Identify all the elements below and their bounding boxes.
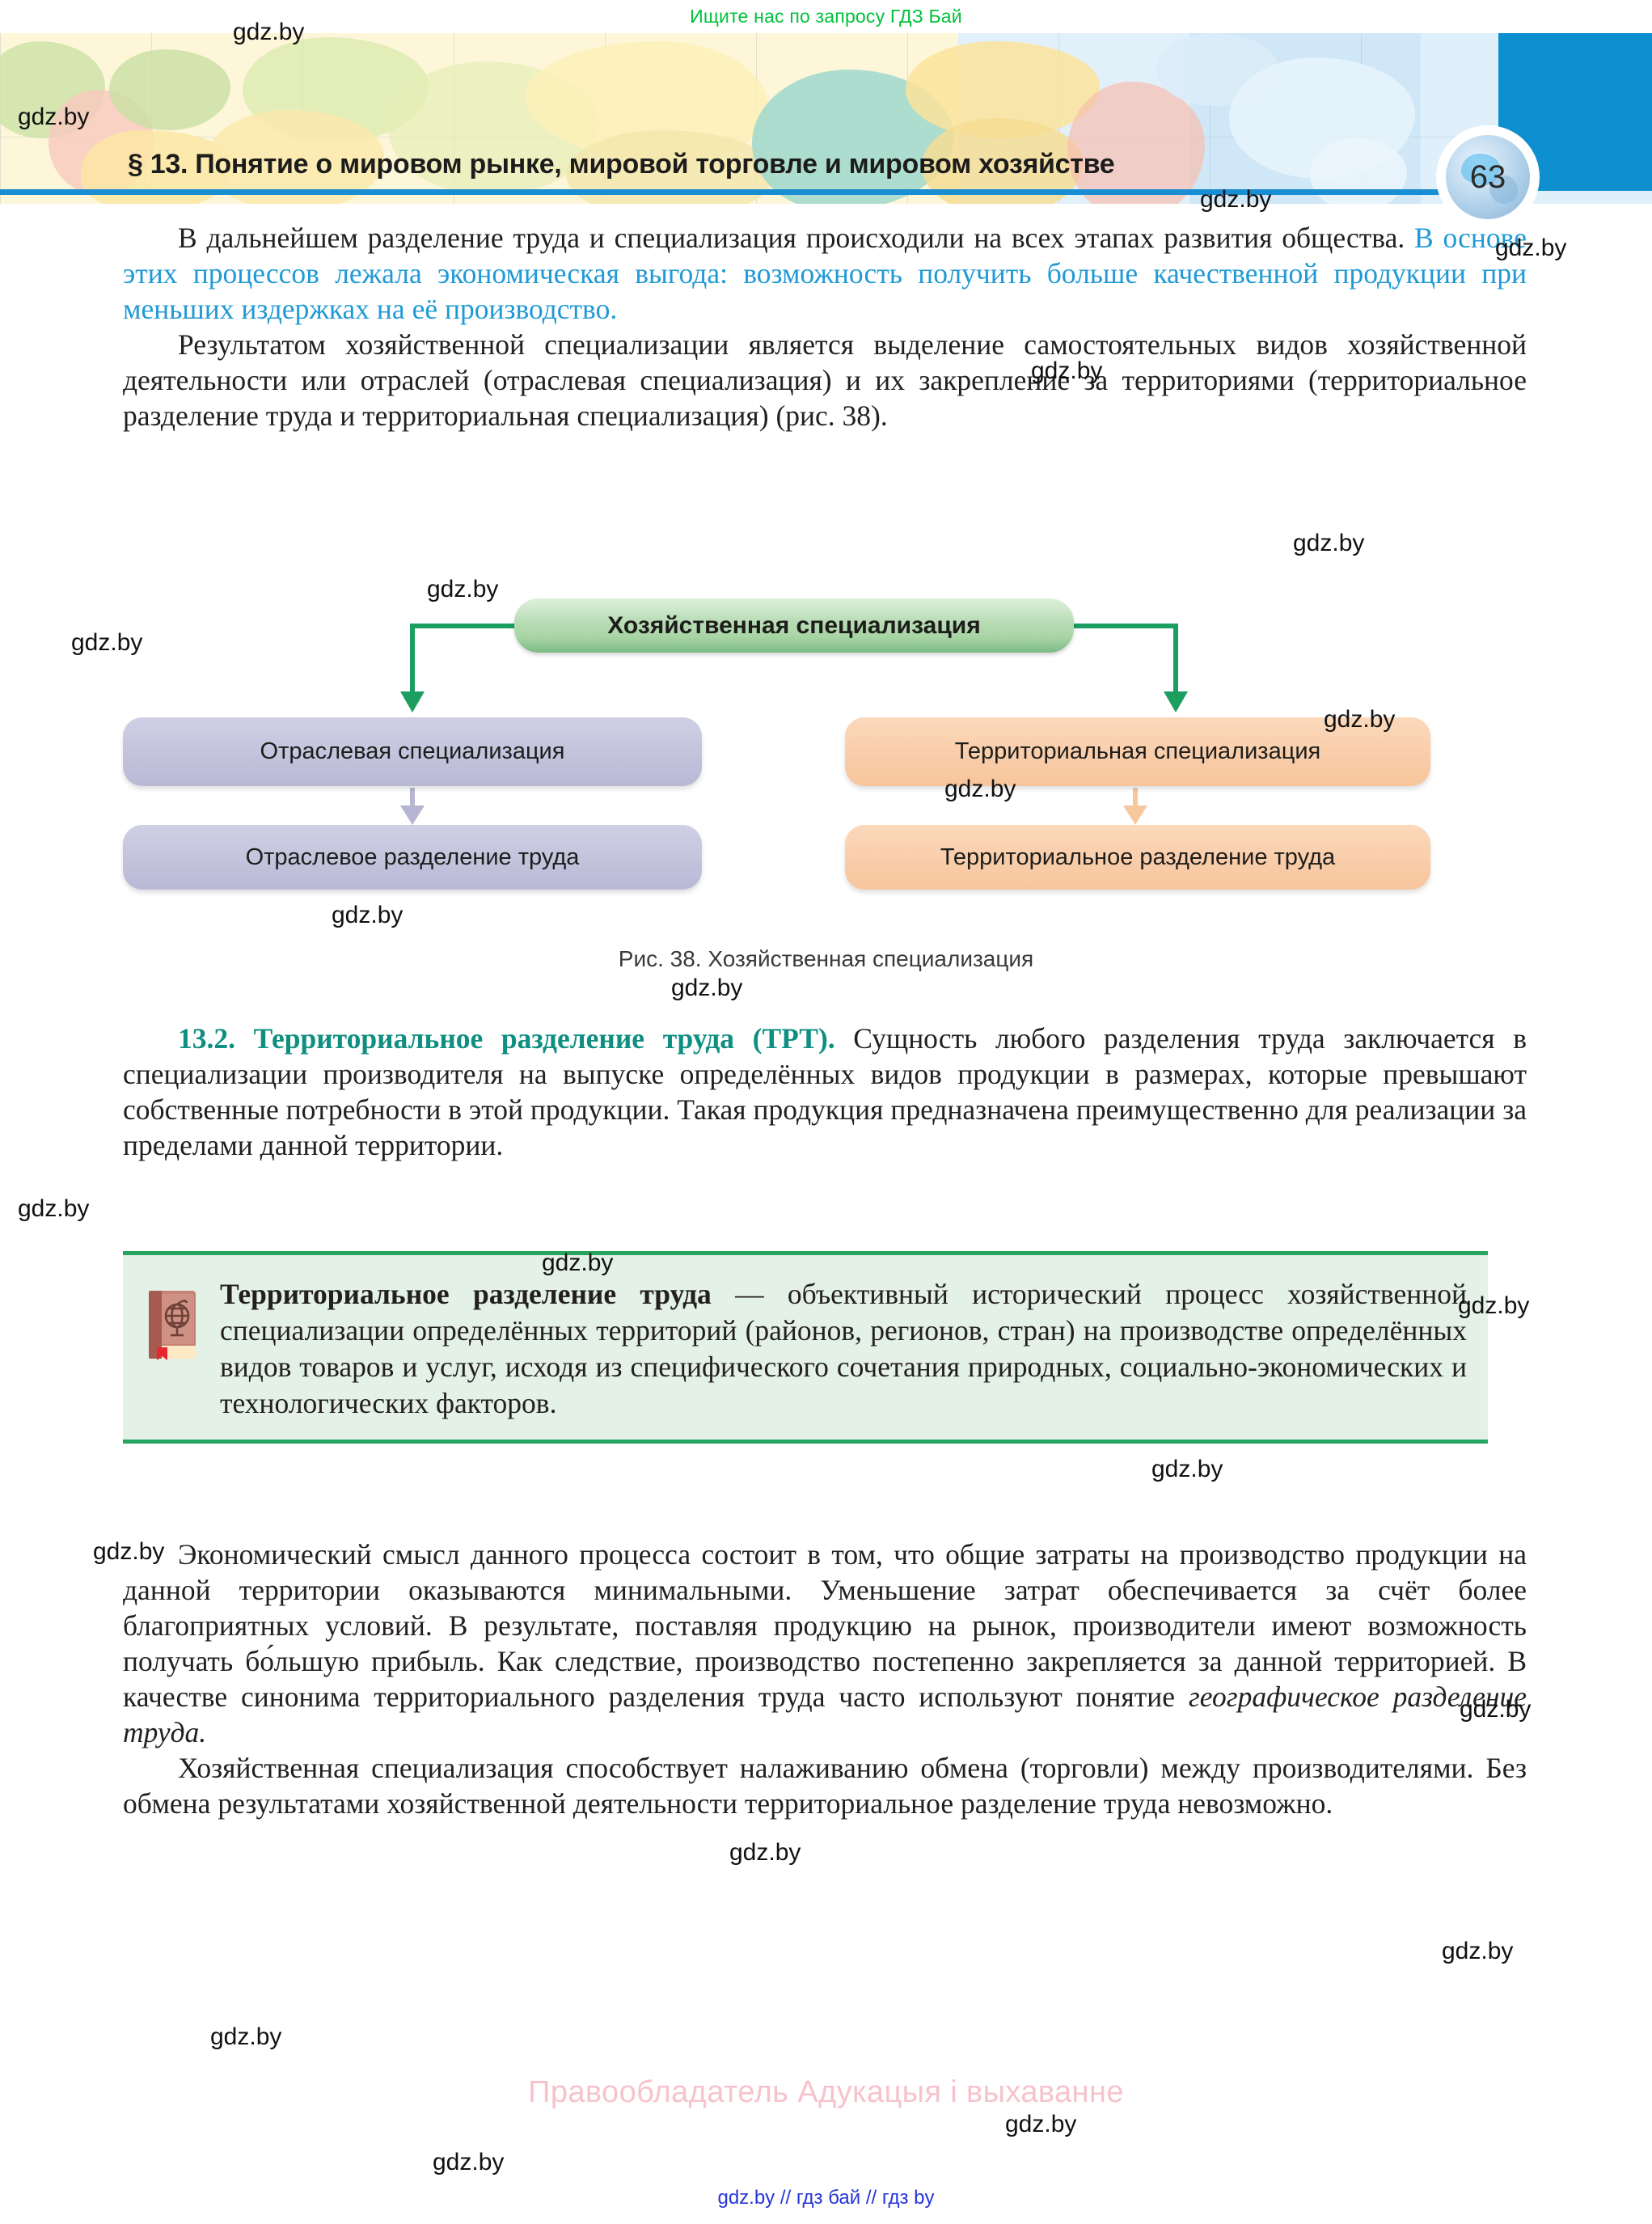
- diagram-node-root: Хозяйственная специализация: [514, 598, 1074, 653]
- map-landmass: [109, 49, 230, 130]
- definition-text: Территориальное разделение труда — объек…: [220, 1276, 1467, 1422]
- paragraph-trt-body: Сущность любого разделения труда заключа…: [123, 1022, 1527, 1161]
- connector-left-inner: [410, 788, 415, 809]
- connector-right-vertical: [1173, 624, 1178, 693]
- arrow-down-icon: [1123, 805, 1147, 825]
- watermark: gdz.by: [1005, 2111, 1077, 2137]
- watermark: gdz.by: [433, 2149, 505, 2175]
- header-divider-rule: [0, 189, 1498, 195]
- article-body-2: 13.2. Территориальное разделение труда (…: [123, 1021, 1527, 1163]
- book-globe-icon: [144, 1286, 202, 1360]
- figure-38-diagram: Хозяйственная специализация Отраслевая с…: [123, 598, 1538, 922]
- connector-left-horizontal: [410, 624, 516, 628]
- paragraph-trt: 13.2. Территориальное разделение труда (…: [123, 1021, 1527, 1163]
- paragraph-intro-highlight: В основе этих процессов лежала экономиче…: [123, 222, 1527, 325]
- paragraph-economic-sense-italic: географическое разделение труда.: [123, 1681, 1527, 1748]
- watermark: gdz.by: [1151, 1456, 1223, 1482]
- paragraph-intro: В дальнейшем разделение труда и специали…: [123, 220, 1527, 327]
- connector-right-inner: [1133, 788, 1138, 809]
- paragraph-economic-sense-text: Экономический смысл данного процесса сос…: [123, 1538, 1527, 1713]
- watermark: gdz.by: [671, 975, 743, 1001]
- definition-term: Территориальное разделение труда: [220, 1278, 712, 1310]
- watermark: gdz.by: [729, 1839, 801, 1866]
- copyright-notice: Правообладатель Адукацыя і выхаванне: [528, 2075, 1124, 2109]
- promo-banner: Ищите нас по запросу ГДЗ Бай: [0, 0, 1652, 32]
- arrow-down-icon: [400, 691, 425, 712]
- map-landmass: [206, 110, 384, 204]
- arrow-down-icon: [400, 805, 425, 825]
- paragraph-intro-lead: В дальнейшем разделение труда и специали…: [178, 222, 1415, 254]
- diagram-node-left-1: Отраслевая специализация: [123, 717, 702, 786]
- diagram-node-right-1: Территориальная специализация: [845, 717, 1430, 786]
- footer-links: gdz.by // гдз бай // гдз by: [717, 2187, 935, 2209]
- subsection-heading: 13.2. Территориальное разделение труда (…: [178, 1022, 835, 1055]
- connector-left-vertical: [410, 624, 415, 693]
- paragraph-economic-sense: Экономический смысл данного процесса сос…: [123, 1537, 1527, 1750]
- paragraph-specialization-result: Результатом хозяйственной специализации …: [123, 328, 1527, 432]
- page-number: 63: [1469, 159, 1506, 195]
- map-landmass: [1067, 82, 1205, 204]
- figure-caption: Рис. 38. Хозяйственная специализация: [618, 946, 1034, 971]
- page-title: § 13. Понятие о мировом рынке, мировой т…: [128, 149, 1115, 180]
- definition-callout: Территориальное разделение труда — объек…: [123, 1251, 1488, 1444]
- diagram-node-left-2: Отраслевое разделение труда: [123, 825, 702, 890]
- arrow-down-icon: [1164, 691, 1188, 712]
- watermark: gdz.by: [1442, 1938, 1514, 1964]
- diagram-node-right-2: Территориальное разделение труда: [845, 825, 1430, 890]
- globe-icon: 63: [1446, 135, 1530, 219]
- definition-body: — объективный исторический процесс хозяй…: [220, 1278, 1467, 1419]
- watermark: gdz.by: [210, 2023, 282, 2050]
- header-banner: § 13. Понятие о мировом рынке, мировой т…: [0, 33, 1652, 204]
- paragraph-exchange-highlight: Хозяйственная специализация способствует…: [123, 1752, 1527, 1820]
- connector-right-horizontal: [1072, 624, 1178, 628]
- page-number-badge: 63: [1436, 125, 1540, 229]
- watermark: gdz.by: [18, 1195, 90, 1222]
- article-body: В дальнейшем разделение труда и специали…: [123, 220, 1527, 433]
- article-body-3: Экономический смысл данного процесса сос…: [123, 1537, 1527, 1821]
- watermark: gdz.by: [1293, 530, 1365, 556]
- promo-banner-text: Ищите нас по запросу ГДЗ Бай: [690, 5, 962, 27]
